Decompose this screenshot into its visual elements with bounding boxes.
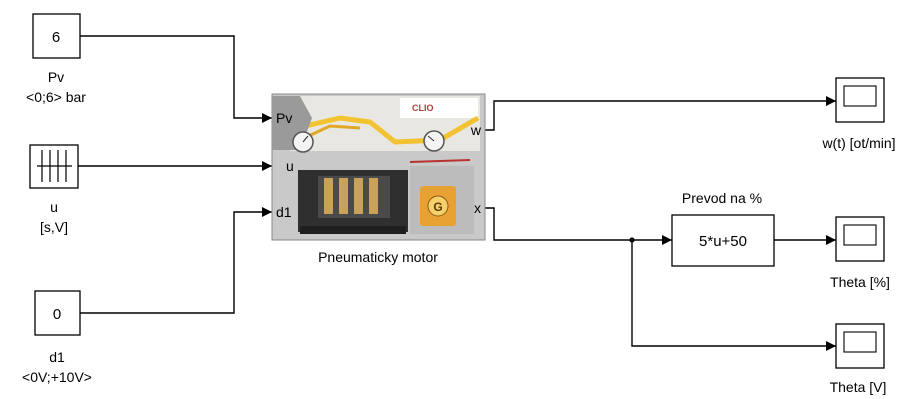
gain-expression: 5*u+50 — [699, 233, 747, 250]
pneumatic-motor-block[interactable]: CLIO G — [271, 93, 486, 241]
motor-output-port-w: w — [470, 122, 482, 138]
d1-constant-value: 0 — [53, 306, 61, 323]
signal-lines — [78, 35, 836, 351]
wire-d1[interactable] — [80, 207, 272, 314]
scope-w-label: w(t) [ot/min] — [821, 135, 895, 151]
u-source-label: u — [50, 199, 58, 215]
branch-point — [629, 237, 635, 243]
motor-input-port-u: u — [286, 158, 294, 174]
scope-theta-pct-label: Theta [%] — [830, 274, 890, 290]
wire-theta-v[interactable] — [631, 240, 836, 351]
scope-icon — [843, 85, 877, 107]
motor-output-port-x: x — [474, 200, 481, 216]
motor-photo-image: CLIO G — [272, 96, 480, 234]
u-source-units: [s,V] — [40, 219, 68, 235]
pv-constant-range: <0;6> bar — [26, 89, 86, 105]
scope-icon — [843, 331, 877, 353]
motor-input-port-pv: Pv — [276, 110, 292, 126]
d1-constant-block[interactable]: 0 — [34, 290, 81, 336]
motor-logo-text: CLIO — [412, 103, 434, 113]
motor-input-port-d1: d1 — [276, 204, 292, 220]
gain-block-title: Prevod na % — [682, 190, 762, 206]
u-signal-source-block[interactable] — [29, 144, 79, 189]
scope-icon — [843, 224, 877, 246]
svg-text:G: G — [433, 200, 442, 214]
motor-block-label: Pneumaticky motor — [318, 249, 438, 265]
wire-pv[interactable] — [80, 35, 272, 123]
pv-constant-value: 6 — [52, 29, 60, 46]
scope-theta-pct-block[interactable] — [835, 216, 885, 262]
signal-builder-icon — [37, 150, 72, 182]
wire-w[interactable] — [485, 96, 836, 131]
d1-constant-range: <0V;+10V> — [22, 369, 92, 385]
pv-constant-label: Pv — [48, 69, 64, 85]
d1-constant-label: d1 — [49, 349, 65, 365]
scope-w-block[interactable] — [835, 77, 885, 123]
wire-x[interactable] — [485, 207, 672, 245]
pv-constant-block[interactable]: 6 — [32, 13, 81, 59]
gain-conversion-block[interactable]: 5*u+50 — [671, 214, 775, 267]
scope-theta-v-label: Theta [V] — [830, 379, 887, 395]
scope-theta-v-block[interactable] — [835, 323, 885, 369]
